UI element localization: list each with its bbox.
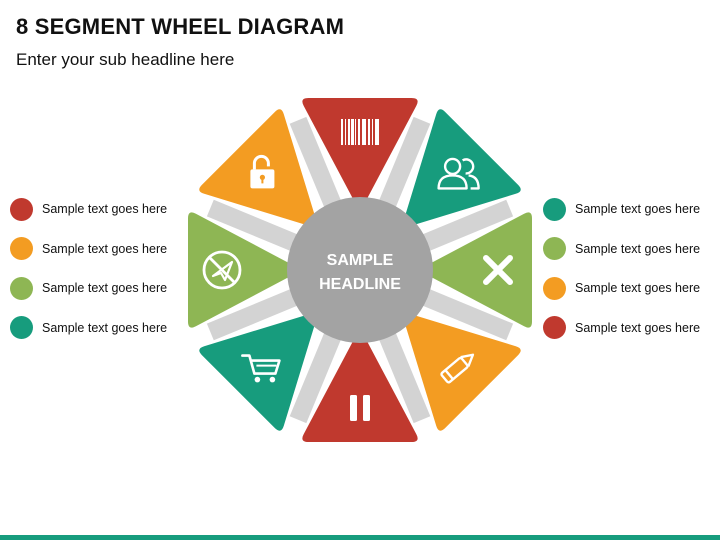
wheel-connectors [206,116,514,424]
wheel-segment [199,313,317,431]
legend-item: Sample text goes here [10,196,167,222]
wheel-segment [302,331,418,442]
legend-dot [10,316,33,339]
wheel-icons [202,119,513,421]
page-title: 8 SEGMENT WHEEL DIAGRAM [16,14,345,39]
legend-dot [10,237,33,260]
page-subtitle: Enter your sub headline here [16,50,235,69]
wheel-segments [188,98,532,442]
connector-bar [410,199,514,257]
legend-text: Sample text goes here [42,241,168,256]
legend-text: Sample text goes here [42,281,168,295]
legend-dot [543,276,566,300]
legend-item: Sample text goes here [10,275,167,301]
legend-left: Sample text goes here Sample text goes h… [10,196,167,354]
legend-text: Sample text goes here [575,320,701,335]
legend-right: Sample text goes here Sample text goes h… [543,196,700,354]
connector-bar [373,116,431,220]
legend-dot [543,197,566,221]
pencil-icon [440,353,475,384]
wheel-segment [188,212,299,328]
connector-bar [373,320,431,424]
legend-item: Sample text goes here [543,275,700,301]
legend-dot [10,197,33,221]
users-icon [437,157,480,190]
legend-text: Sample text goes here [42,320,168,335]
close-icon [483,255,513,285]
connector-bar [206,283,310,341]
legend-item: Sample text goes here [543,315,700,341]
barcode-icon [341,119,379,145]
legend-item: Sample text goes here [543,196,700,222]
connector-bar [206,199,310,257]
legend-dot [10,276,33,300]
legend-dot [543,237,566,260]
wheel-segment [403,109,521,227]
pause-icon [350,395,370,421]
center-headline-line2: HEADLINE [319,276,401,293]
connector-bar [410,283,514,341]
center-headline-line1: SAMPLE [327,252,394,269]
wheel-segment [421,212,532,328]
unlock-icon [250,154,275,189]
legend-item: Sample text goes here [543,236,700,262]
no-send-icon [202,250,242,290]
center-circle [287,197,433,343]
footer-bar [0,535,720,540]
wheel-segment [302,98,418,209]
legend-dot [543,316,566,339]
legend-text: Sample text goes here [575,241,701,256]
connector-bar [289,320,347,424]
legend-text: Sample text goes here [575,202,701,216]
legend-item: Sample text goes here [10,315,167,341]
connector-bar [289,116,347,220]
legend-text: Sample text goes here [575,281,701,295]
legend-text: Sample text goes here [42,202,168,216]
legend-item: Sample text goes here [10,236,167,262]
shopping-cart-icon [241,354,281,383]
wheel-segment [199,109,317,227]
